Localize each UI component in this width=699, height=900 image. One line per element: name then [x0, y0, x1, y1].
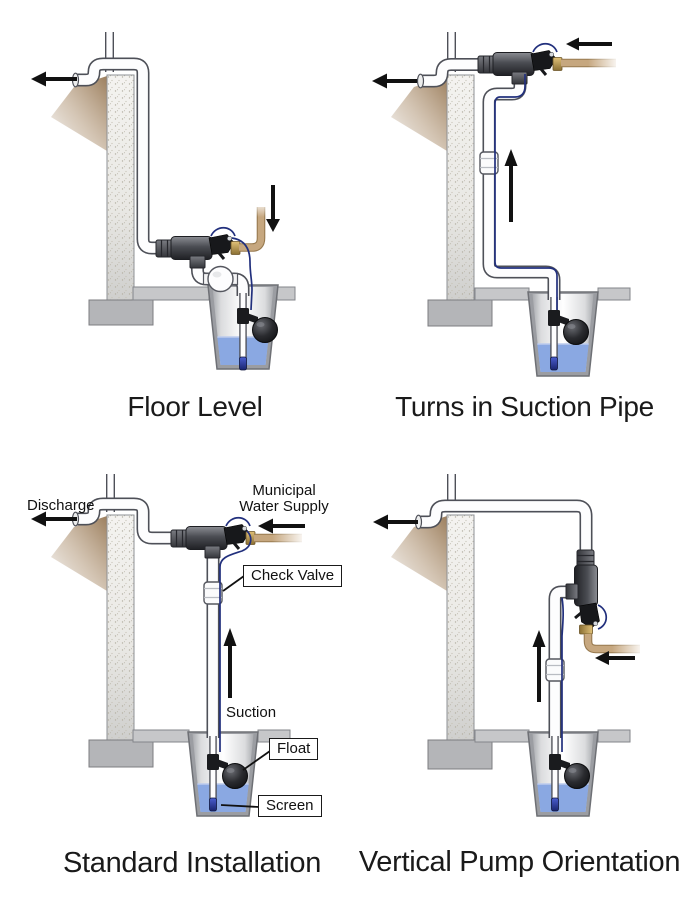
- panel-title: Vertical Pump Orientation: [358, 846, 681, 878]
- municipal-supply-pipe: [254, 530, 306, 546]
- wall-structure: [50, 74, 135, 301]
- floor-slab: [597, 287, 631, 301]
- pump: [564, 548, 608, 636]
- float-label: Float: [269, 738, 319, 760]
- discharge-pipe: [71, 497, 173, 545]
- floor-slab: [132, 729, 190, 743]
- turns-in-suction-pipe-illustration: [372, 32, 631, 377]
- municipal-supply-pipe: [239, 201, 268, 252]
- floor-slab: [132, 286, 210, 301]
- wall-structure: [50, 514, 135, 741]
- suction-screen: [551, 797, 559, 812]
- sensor-tube: [561, 597, 564, 752]
- floor-slab: [276, 286, 296, 301]
- suction-arrow-icon: [223, 628, 237, 698]
- supply-arrow-icon: [566, 37, 612, 51]
- supply-down-arrow-icon: [266, 185, 280, 232]
- suction-screen: [209, 797, 217, 812]
- panel-floor-level: Floor Level: [0, 0, 350, 430]
- floor-level-illustration: [31, 32, 296, 371]
- wall-structure: [390, 74, 475, 301]
- supply-arrow-icon: [258, 518, 305, 534]
- suction-screen: [550, 356, 558, 371]
- pump: [154, 226, 242, 270]
- floor-slab: [597, 729, 631, 743]
- suction-arrow-icon: [532, 630, 546, 702]
- suction-arrow-icon: [504, 149, 518, 222]
- pipe-open-end: [416, 73, 425, 89]
- wall-footing: [88, 299, 154, 326]
- discharge-arrow-icon: [373, 514, 418, 530]
- panel-turns-in-suction-pipe: Turns in Suction Pipe: [350, 0, 699, 430]
- supply-arrow-icon: [595, 651, 635, 665]
- discharge-pipe: [416, 58, 480, 89]
- discharge-label: Discharge: [27, 497, 95, 514]
- sensor-tube: [231, 237, 253, 311]
- discharge-arrow-icon: [31, 511, 77, 527]
- check-valve-label: Check Valve: [243, 565, 343, 587]
- suction-screen: [239, 356, 247, 371]
- discharge-arrow-icon: [31, 71, 77, 87]
- sensor-tube: [219, 530, 252, 752]
- standard-installation-illustration: [31, 474, 306, 817]
- screen-label: Screen: [258, 795, 322, 817]
- panel-title: Floor Level: [127, 391, 263, 422]
- pump: [476, 42, 564, 86]
- vertical-pump-orientation-illustration: [373, 474, 644, 817]
- discharge-pipe: [414, 499, 593, 554]
- suction-label: Suction: [226, 704, 277, 721]
- suction-pipe: [482, 79, 561, 359]
- municipal-supply-label: Municipal Water Supply: [239, 482, 329, 515]
- panel-title: Standard Installation: [62, 847, 322, 879]
- pump: [169, 516, 257, 560]
- floor-slab: [474, 729, 530, 743]
- panel-standard-installation: Discharge Municipal Water Supply Check V…: [0, 440, 350, 900]
- floor-slab: [474, 287, 530, 301]
- panel-title: Turns in Suction Pipe: [395, 391, 654, 422]
- sensor-tube: [494, 74, 558, 312]
- label-leader-lines: [220, 575, 271, 808]
- discharge-pipe: [71, 57, 159, 255]
- panel-vertical-pump-orientation: Vertical Pump Orientation: [350, 440, 699, 900]
- wall-structure: [390, 514, 475, 741]
- municipal-supply-pipe: [583, 634, 644, 657]
- wall-footing: [427, 299, 493, 327]
- wall-footing: [427, 739, 493, 770]
- discharge-arrow-icon: [372, 73, 417, 89]
- wall-footing: [88, 739, 154, 768]
- municipal-supply-pipe: [561, 55, 620, 71]
